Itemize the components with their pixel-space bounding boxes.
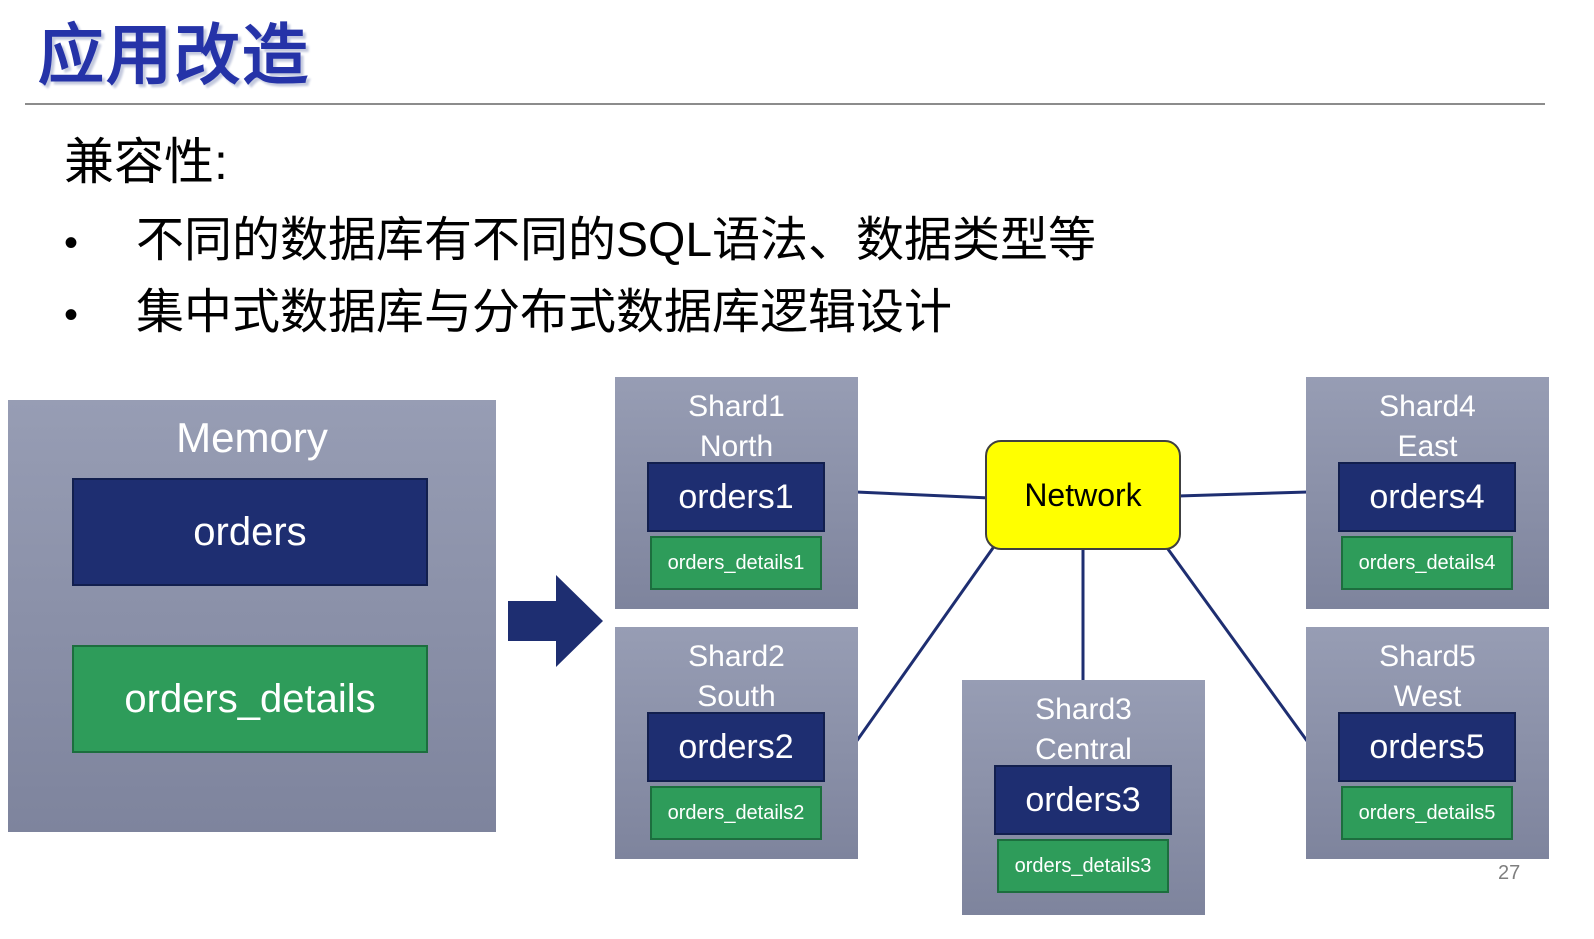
shard5-title: Shard5 West bbox=[1306, 637, 1549, 717]
shard1-details-table: orders_details1 bbox=[650, 536, 822, 590]
shard1-title: Shard1 North bbox=[615, 387, 858, 467]
shard5-panel: Shard5 West orders5 orders_details5 bbox=[1306, 627, 1549, 859]
bullet-text-1: 不同的数据库有不同的SQL语法、数据类型等 bbox=[136, 214, 1097, 267]
shard3-panel: Shard3 Central orders3 orders_details3 bbox=[962, 680, 1205, 915]
shard4-region: East bbox=[1397, 430, 1458, 463]
shard4-title: Shard4 East bbox=[1306, 387, 1549, 467]
compatibility-heading: 兼容性: bbox=[64, 134, 228, 190]
page-title: 应用改造 bbox=[38, 18, 310, 92]
connector-network-shard1 bbox=[855, 490, 991, 500]
page-number: 27 bbox=[1498, 862, 1521, 884]
shard3-details-table: orders_details3 bbox=[997, 839, 1169, 893]
shard3-orders-table: orders3 bbox=[994, 765, 1172, 835]
title-divider bbox=[25, 103, 1545, 105]
shard3-title: Shard3 Central bbox=[962, 690, 1205, 770]
shard2-panel: Shard2 South orders2 orders_details2 bbox=[615, 627, 858, 859]
shard2-title: Shard2 South bbox=[615, 637, 858, 717]
shard1-panel: Shard1 North orders1 orders_details1 bbox=[615, 377, 858, 609]
bullet-item-1: • 不同的数据库有不同的SQL语法、数据类型等 bbox=[64, 200, 1096, 270]
shard5-details-table: orders_details5 bbox=[1341, 786, 1513, 840]
connector-network-shard4 bbox=[1177, 490, 1309, 498]
shard2-region: South bbox=[697, 680, 776, 713]
bullet-item-2: • 集中式数据库与分布式数据库逻辑设计 bbox=[64, 272, 952, 342]
shard3-name: Shard3 bbox=[1035, 693, 1132, 726]
arrow-right-icon bbox=[508, 575, 603, 667]
shard2-details-table: orders_details2 bbox=[650, 786, 822, 840]
bullet-text-2: 集中式数据库与分布式数据库逻辑设计 bbox=[136, 286, 953, 339]
shard4-details-table: orders_details4 bbox=[1341, 536, 1513, 590]
memory-panel: Memory orders orders_details bbox=[8, 400, 496, 832]
shard4-panel: Shard4 East orders4 orders_details4 bbox=[1306, 377, 1549, 609]
shard5-name: Shard5 bbox=[1379, 640, 1476, 673]
bullet-marker: • bbox=[64, 220, 79, 265]
memory-orders-details-table: orders_details bbox=[72, 645, 428, 753]
shard1-region: North bbox=[699, 430, 774, 463]
connector-network-shard5 bbox=[1163, 544, 1312, 746]
shard3-region: Central bbox=[1035, 733, 1132, 766]
shard4-orders-table: orders4 bbox=[1338, 462, 1516, 532]
shard2-name: Shard2 bbox=[688, 640, 785, 673]
memory-orders-table: orders bbox=[72, 478, 428, 586]
memory-panel-title: Memory bbox=[176, 414, 328, 461]
shard1-orders-table: orders1 bbox=[647, 462, 825, 532]
shard5-orders-table: orders5 bbox=[1338, 712, 1516, 782]
network-node: Network bbox=[985, 440, 1181, 550]
bullet-marker: • bbox=[64, 292, 79, 337]
connector-network-shard2 bbox=[854, 537, 1002, 743]
shard2-orders-table: orders2 bbox=[647, 712, 825, 782]
shard5-region: West bbox=[1393, 680, 1462, 713]
shard1-name: Shard1 bbox=[688, 390, 785, 423]
shard4-name: Shard4 bbox=[1379, 390, 1476, 423]
